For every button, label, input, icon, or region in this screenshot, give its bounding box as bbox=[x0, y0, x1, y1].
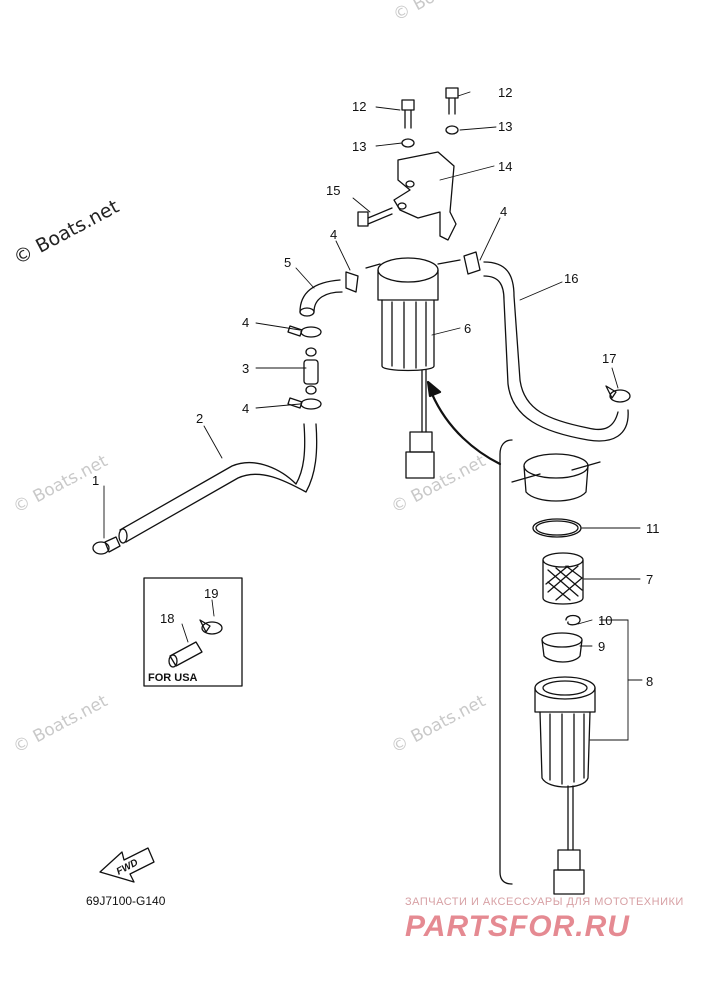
callout-12-b: 12 bbox=[498, 85, 513, 100]
drawing-number: 69J7100-G140 bbox=[86, 894, 166, 908]
part-13-washer-right bbox=[445, 125, 459, 135]
callout-5: 5 bbox=[284, 255, 292, 270]
callout-8: 8 bbox=[646, 674, 654, 689]
part-9-cap bbox=[541, 632, 583, 663]
callout-3: 3 bbox=[242, 361, 250, 376]
part-10-clip bbox=[565, 614, 581, 626]
part-filter-head bbox=[511, 453, 601, 502]
callout-9: 9 bbox=[598, 639, 606, 654]
callout-10: 10 bbox=[598, 613, 613, 628]
fwd-arrow-icon bbox=[99, 847, 155, 883]
part-13-washer-left bbox=[401, 138, 415, 148]
part-12-bolt-right bbox=[445, 87, 459, 115]
callout-13-a: 13 bbox=[352, 139, 367, 154]
callout-1: 1 bbox=[92, 473, 100, 488]
part-11-o-ring bbox=[532, 518, 582, 538]
callout-4-d: 4 bbox=[500, 204, 508, 219]
part-5-hose bbox=[299, 279, 343, 317]
part-17-clamp bbox=[605, 385, 631, 403]
part-6-fuel-filter bbox=[365, 257, 461, 479]
for-usa-inset bbox=[143, 577, 243, 687]
part-4-clamp-upper bbox=[287, 325, 322, 338]
callout-4-b: 4 bbox=[242, 401, 250, 416]
partsfor-brand-logo[interactable]: PARTSFOR.RU bbox=[405, 910, 630, 943]
callout-7: 7 bbox=[646, 572, 654, 587]
callout-2: 2 bbox=[196, 411, 204, 426]
callout-18: 18 bbox=[160, 611, 175, 626]
part-2-hose bbox=[118, 423, 318, 544]
part-7-element bbox=[542, 552, 584, 605]
part-4-clamp-lower bbox=[287, 397, 322, 410]
callout-17: 17 bbox=[602, 351, 617, 366]
callout-12-a: 12 bbox=[352, 99, 367, 114]
callout-13-b: 13 bbox=[498, 119, 513, 134]
callout-19: 19 bbox=[204, 586, 219, 601]
part-4-clamp-filter-left bbox=[345, 271, 359, 293]
callout-16: 16 bbox=[564, 271, 579, 286]
callout-4-c: 4 bbox=[330, 227, 338, 242]
part-1-plug bbox=[92, 536, 121, 555]
part-14-bracket bbox=[393, 151, 457, 241]
part-3-joint bbox=[303, 347, 319, 395]
part-16-hose bbox=[483, 261, 629, 442]
callout-11: 11 bbox=[646, 521, 660, 536]
partsfor-tagline: ЗАПЧАСТИ И АКСЕССУАРЫ ДЛЯ МОТОТЕХНИКИ bbox=[405, 896, 684, 908]
part-15-bolt bbox=[357, 207, 393, 227]
callout-4-a: 4 bbox=[242, 315, 250, 330]
part-12-bolt-left bbox=[401, 99, 415, 129]
part-4-clamp-filter-right bbox=[463, 251, 481, 275]
leader-lines bbox=[103, 91, 643, 741]
part-8-bowl bbox=[534, 676, 596, 895]
for-usa-label: FOR USA bbox=[148, 672, 198, 684]
callout-15: 15 bbox=[326, 183, 341, 198]
exploded-view-bracket bbox=[499, 439, 513, 885]
callout-14: 14 bbox=[498, 159, 513, 174]
explode-arrow bbox=[426, 380, 502, 466]
callout-6: 6 bbox=[464, 321, 472, 336]
